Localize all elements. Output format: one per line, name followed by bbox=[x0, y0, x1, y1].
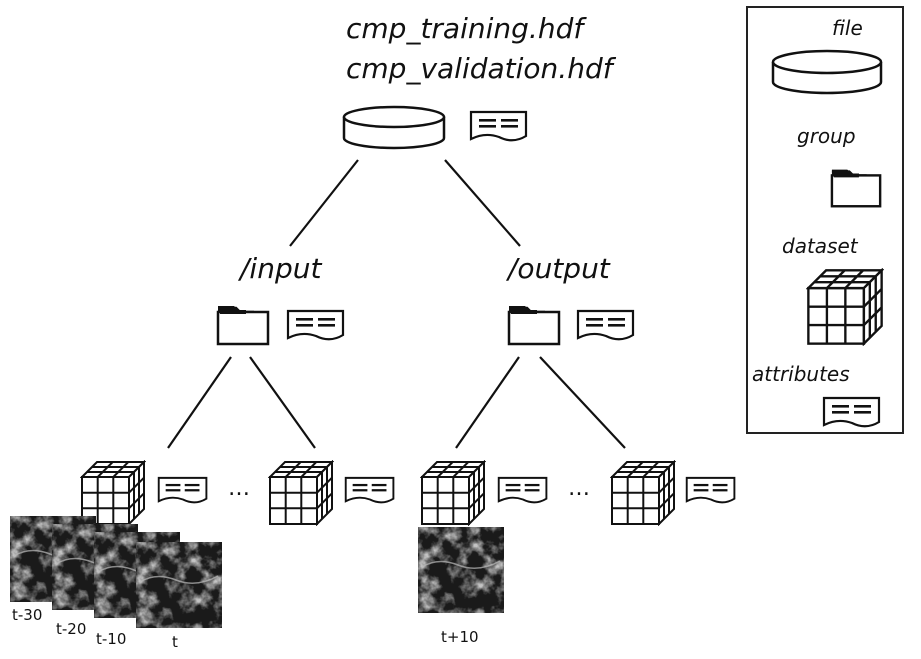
time-label-t-minus-30: t-30 bbox=[12, 606, 43, 624]
group-label-input: /input bbox=[240, 252, 322, 285]
ellipsis-output: … bbox=[568, 476, 591, 501]
connector-input-dataset-1 bbox=[167, 356, 232, 449]
attributes-icon bbox=[576, 309, 635, 341]
connector-input-dataset-n bbox=[249, 356, 316, 449]
time-label-t-plus-10: t+10 bbox=[441, 628, 479, 646]
satellite-image bbox=[136, 542, 222, 628]
dataset-icon bbox=[611, 461, 675, 525]
attributes-icon bbox=[157, 476, 208, 504]
dataset-icon bbox=[421, 461, 485, 525]
attributes-icon bbox=[685, 476, 736, 504]
time-label-t-minus-20: t-20 bbox=[56, 620, 87, 638]
legend-label-attributes: attributes bbox=[752, 362, 850, 386]
attributes-icon bbox=[469, 110, 528, 142]
connector-file-input bbox=[289, 159, 359, 247]
satellite-image bbox=[418, 527, 504, 613]
time-label-t-minus-10: t-10 bbox=[96, 630, 127, 648]
ellipsis-input: … bbox=[228, 476, 251, 501]
group-label-output: /output bbox=[508, 252, 610, 285]
legend-label-file: file bbox=[832, 16, 863, 40]
root-file-node bbox=[342, 105, 528, 150]
dataset-icon bbox=[269, 461, 333, 525]
file-name-validation: cmp_validation.hdf bbox=[346, 52, 613, 85]
group-icon bbox=[216, 304, 270, 346]
legend-label-group: group bbox=[797, 124, 856, 148]
legend-label-dataset: dataset bbox=[782, 234, 858, 258]
connector-output-dataset-1 bbox=[455, 356, 520, 449]
connector-file-output bbox=[444, 159, 521, 247]
legend-file-icon bbox=[771, 49, 883, 95]
tree-connectors bbox=[167, 159, 626, 449]
file-icon bbox=[342, 105, 446, 150]
file-name-training: cmp_training.hdf bbox=[346, 12, 584, 45]
dataset-icon bbox=[81, 461, 145, 525]
group-icon bbox=[507, 304, 561, 346]
legend-panel bbox=[746, 6, 904, 434]
attributes-icon bbox=[344, 476, 395, 504]
time-label-t: t bbox=[172, 633, 178, 651]
connector-output-dataset-n bbox=[539, 356, 626, 449]
attributes-icon bbox=[286, 309, 345, 341]
attributes-icon bbox=[497, 476, 548, 504]
